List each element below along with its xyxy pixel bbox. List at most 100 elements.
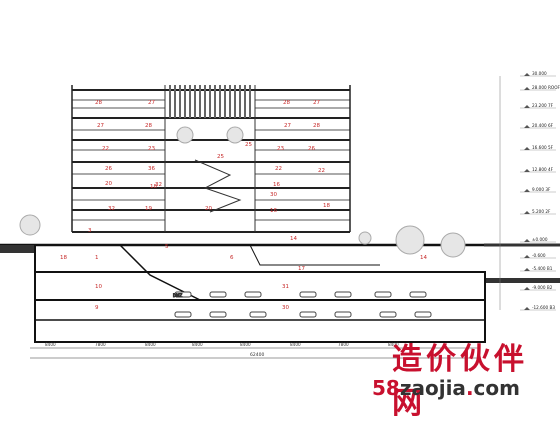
room-label: 27	[148, 100, 155, 106]
dim-total: 62400	[250, 352, 264, 358]
level-label: -5.400 B1	[532, 266, 553, 271]
tree	[176, 126, 194, 144]
dim-label: 8400	[145, 342, 156, 347]
level-label: -0.600	[532, 253, 546, 258]
level-marker	[524, 73, 530, 76]
room-label: 28	[313, 123, 320, 129]
level-label: 9.000 3F	[532, 187, 551, 192]
dim-label: 7800	[338, 342, 349, 347]
level-label: 12.800 4F	[532, 167, 554, 172]
parked-car	[174, 311, 192, 318]
parked-car	[299, 291, 317, 298]
parked-car	[209, 291, 227, 298]
room-label: 18	[60, 255, 67, 261]
dim-label: 8400	[388, 342, 399, 347]
ground-block	[0, 245, 35, 253]
room-label: 20	[205, 206, 212, 212]
room-label: 26	[105, 166, 112, 172]
level-marker	[524, 189, 530, 192]
level-marker	[524, 255, 530, 258]
room-label: 9	[95, 305, 99, 311]
level-label: 28.000 ROOF	[532, 85, 560, 90]
car-label: DMZ	[173, 293, 183, 298]
room-label: 36	[148, 166, 155, 172]
room-label: 14	[290, 236, 297, 242]
basement-outline	[34, 271, 486, 343]
level-label: 20.400 6F	[532, 123, 554, 128]
room-label: 19	[145, 206, 152, 212]
room-label: 27	[97, 123, 104, 129]
dim-label: 8400	[45, 342, 56, 347]
room-label: 31	[282, 284, 289, 290]
room-label: 22	[275, 166, 282, 172]
room-label: 6	[230, 255, 234, 261]
parked-car	[334, 311, 352, 318]
room-label: 25	[217, 154, 224, 160]
level-marker	[524, 307, 530, 310]
room-label: 17	[298, 266, 305, 272]
room-label: 28	[145, 123, 152, 129]
level-marker	[524, 239, 530, 242]
parked-car	[174, 291, 192, 298]
room-label: 22	[318, 168, 325, 174]
parked-car	[209, 311, 227, 318]
room-label: 20	[105, 181, 112, 187]
room-label: 23	[148, 146, 155, 152]
tree	[226, 126, 244, 144]
parked-car	[334, 291, 352, 298]
room-label: 27	[284, 123, 291, 129]
room-label: 18	[323, 203, 330, 209]
room-label: 30	[270, 192, 277, 198]
room-label: 32	[155, 182, 162, 188]
tree	[19, 214, 41, 236]
room-label: 30	[282, 305, 289, 311]
atrium-stair	[194, 159, 242, 213]
parked-car	[409, 291, 427, 298]
level-label: -9.000 B2	[532, 285, 553, 290]
room-label: 18	[150, 184, 157, 190]
parked-car	[299, 311, 317, 318]
level-marker	[524, 147, 530, 150]
tree	[440, 232, 466, 258]
dim-label: 8400	[192, 342, 203, 347]
room-label: 27	[313, 100, 320, 106]
dim-label: 8400	[290, 342, 301, 347]
level-label: 16.600 5F	[532, 145, 554, 150]
road-slab	[484, 278, 560, 283]
room-label: 10	[95, 284, 102, 290]
room-label: 22	[102, 146, 109, 152]
tree	[358, 231, 372, 245]
level-marker	[524, 211, 530, 214]
dim-label: 7800	[95, 342, 106, 347]
level-marker	[524, 87, 530, 90]
parked-car	[379, 311, 397, 318]
room-label: 28	[95, 100, 102, 106]
room-label: 16	[270, 208, 277, 214]
room-label: 32	[108, 206, 115, 212]
dim-label: 8400	[240, 342, 251, 347]
level-marker	[524, 169, 530, 172]
room-label: 23	[277, 146, 284, 152]
watermark-url: 58zaojia.com	[372, 376, 520, 400]
room-label: 25	[245, 142, 252, 148]
parked-car	[244, 291, 262, 298]
room-label: 3	[88, 228, 92, 234]
parked-car	[414, 311, 432, 318]
level-label: 5.200 2F	[532, 209, 551, 214]
level-label: 30.000	[532, 71, 547, 76]
room-label: 5	[165, 244, 169, 250]
room-label: 1	[95, 255, 99, 261]
ramp	[249, 244, 380, 266]
level-marker	[524, 125, 530, 128]
level-marker	[524, 105, 530, 108]
parked-car	[249, 311, 267, 318]
level-label: 23.200 7F	[532, 103, 554, 108]
room-label: 14	[420, 255, 427, 261]
level-marker	[524, 287, 530, 290]
parked-car	[374, 291, 392, 298]
tree	[395, 225, 425, 255]
room-label: 26	[308, 146, 315, 152]
level-label: ±0.000	[532, 237, 548, 242]
level-label: -12.600 B3	[532, 305, 555, 310]
room-label: 28	[283, 100, 290, 106]
